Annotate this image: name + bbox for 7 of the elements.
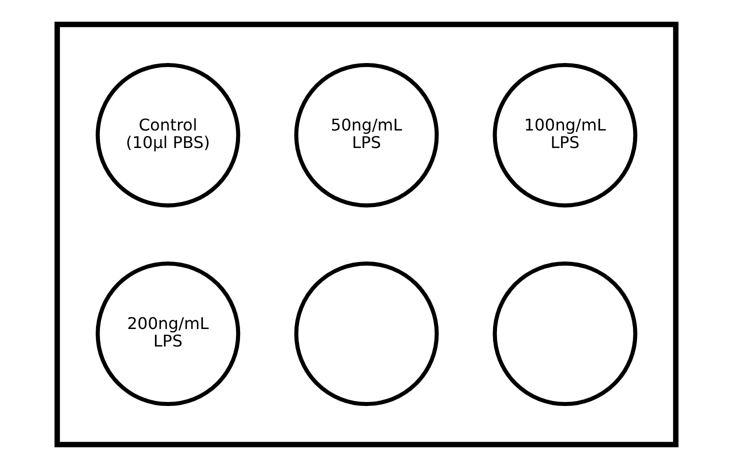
- node-circle: [294, 262, 439, 406]
- node-circle: 50ng/mL LPS: [294, 62, 439, 208]
- node-circle: Control (10µl PBS): [96, 62, 240, 208]
- cluster: [54, 22, 678, 448]
- node-circle: 100ng/mL LPS: [492, 62, 638, 208]
- node-circle: 200ng/mL LPS: [96, 262, 240, 406]
- node-circle: [492, 262, 638, 406]
